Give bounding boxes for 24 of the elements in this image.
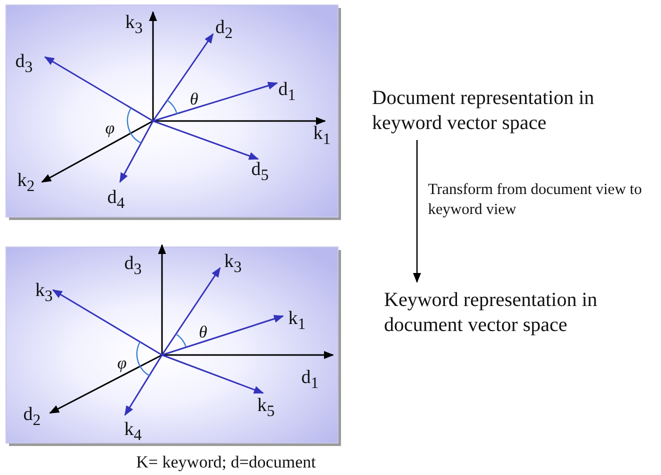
- axis-label: d$_{4}$: [107, 188, 125, 212]
- heading-text: Keyword representation in document vector space: [384, 288, 654, 338]
- axis-label: k$_{2}$: [17, 171, 35, 195]
- axis-label: d$_{3}$: [15, 52, 33, 76]
- axis-label: d$_{3}$: [124, 254, 142, 278]
- angle-label: θ: [198, 324, 208, 340]
- axis-label: k$_{1}$: [313, 124, 331, 148]
- axis-label: k$_{5}$: [257, 396, 275, 420]
- axis-label: d$_{2}$: [23, 405, 41, 429]
- axis-label: d$_{1}$: [301, 368, 319, 392]
- axis-label: d$_{2}$: [215, 18, 233, 42]
- arrow: [413, 140, 421, 283]
- angle-label: φ: [117, 354, 127, 372]
- axis-label: d$_{1}$: [278, 80, 296, 104]
- axis-label: d$_{5}$: [251, 160, 269, 184]
- axis-label: k$_{4}$: [124, 420, 142, 444]
- legend-note: K= keyword; d=document: [136, 454, 316, 470]
- angle-label: φ: [105, 120, 115, 136]
- angle-label: θ: [190, 90, 198, 108]
- axis-label: k$_{1}$: [288, 309, 306, 333]
- axis-label: k$_{3}$: [125, 13, 143, 37]
- axis-label: k$_{3}$: [35, 281, 53, 305]
- axis-label: k$_{3}$: [224, 252, 242, 276]
- heading-text: Document representation in keyword vector space: [372, 86, 652, 136]
